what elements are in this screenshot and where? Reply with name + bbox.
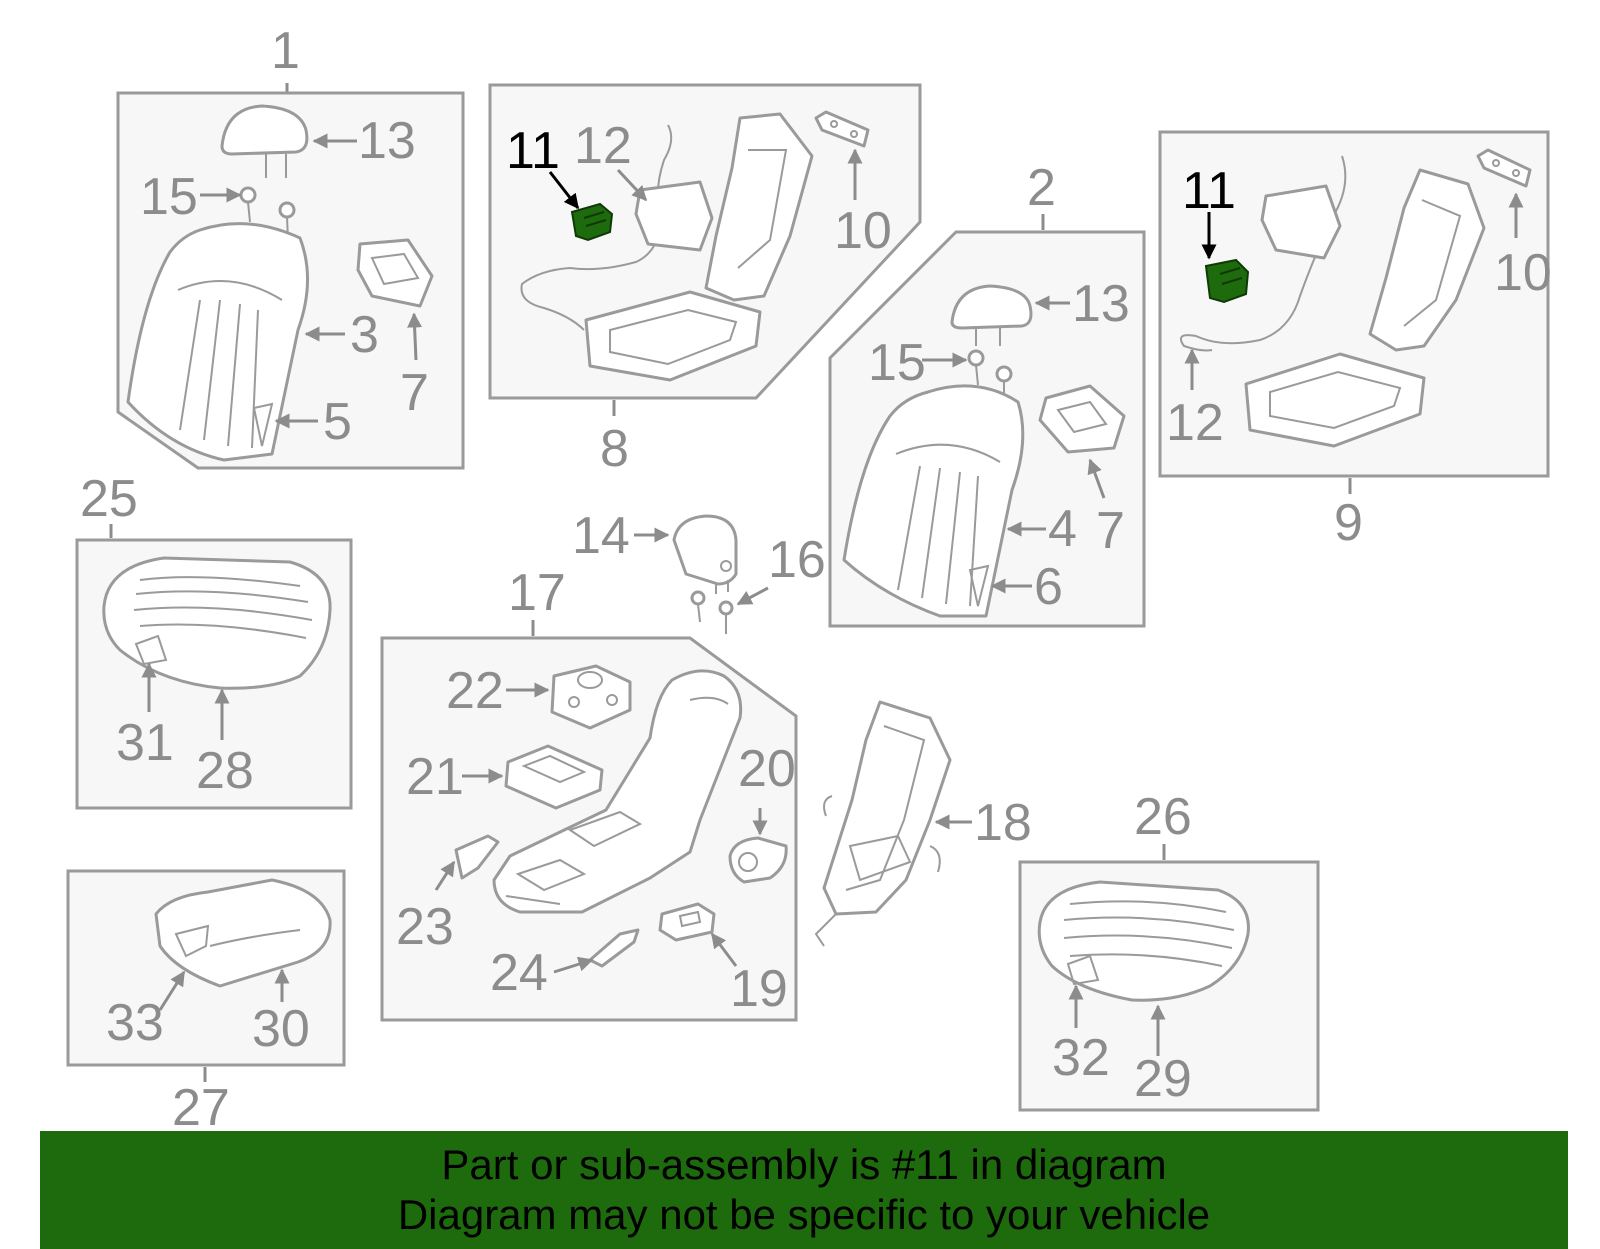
- callout-24: 24: [490, 944, 548, 1002]
- console-frame-part: [814, 700, 952, 947]
- callout-11-highlighted: 11: [506, 122, 560, 180]
- seat-back-assembly-1: 1 13 15 3 7 5: [116, 22, 465, 470]
- wiring-harness-part: [520, 124, 714, 331]
- callout-14: 14: [572, 507, 630, 565]
- callout-11-highlighted: 11: [1182, 162, 1236, 220]
- seat-cushion-assembly-25: 25 31 28: [75, 470, 353, 810]
- callout-7: 7: [1096, 502, 1125, 560]
- callout-13: 13: [1072, 275, 1130, 333]
- callout-13: 13: [358, 112, 416, 170]
- seat-back-assembly-2: 2 13 15 4 7 6: [828, 159, 1146, 628]
- banner-background: [40, 1131, 1568, 1249]
- headrest-part: [950, 284, 1033, 346]
- console-switch-part: [550, 664, 632, 730]
- callout-27: 27: [172, 1079, 230, 1137]
- callout-20: 20: [738, 740, 796, 798]
- callout-10: 10: [1494, 244, 1552, 302]
- callout-3: 3: [350, 306, 379, 364]
- headrest-part: [672, 514, 738, 586]
- part-11-highlighted: [570, 202, 614, 242]
- callout-12: 12: [1166, 394, 1224, 452]
- usb-jack-part: [658, 902, 716, 942]
- callout-12: 12: [574, 117, 632, 175]
- console-armrest-part: [492, 669, 743, 914]
- callout-33: 33: [106, 994, 164, 1052]
- callout-22: 22: [446, 662, 504, 720]
- callout-16: 16: [768, 531, 826, 589]
- seat-back-switch-part: [356, 238, 434, 308]
- seat-frame-assembly-9: 11 10 12 9: [1158, 130, 1552, 552]
- seat-cushion-assembly-26: 26 32 29: [1018, 788, 1320, 1112]
- armrest-cover-part: [154, 878, 332, 988]
- callout-23: 23: [396, 898, 454, 956]
- seat-cushion-cover-part: [102, 556, 332, 690]
- callout-25: 25: [80, 470, 138, 528]
- armrest-assembly-27: 33 30 27: [66, 869, 346, 1137]
- callout-1: 1: [271, 22, 300, 80]
- callout-32: 32: [1052, 1029, 1110, 1087]
- callout-29: 29: [1134, 1050, 1192, 1108]
- callout-9: 9: [1334, 494, 1363, 552]
- banner-line-part-number: Part or sub-assembly is #11 in diagram: [441, 1141, 1167, 1188]
- bolt-part: [967, 349, 1013, 400]
- console-frame-group: 18: [814, 700, 1032, 947]
- callout-4: 4: [1048, 500, 1077, 558]
- part-11-highlighted: [1204, 258, 1250, 304]
- callout-18: 18: [974, 794, 1032, 852]
- banner-line-disclaimer: Diagram may not be specific to your vehi…: [397, 1191, 1211, 1238]
- power-outlet-part: [728, 836, 788, 884]
- bracket-part: [814, 110, 870, 148]
- loose-headrest-group: 14 16: [572, 507, 826, 634]
- seat-frame-assembly-8: 11 12 10 8: [488, 83, 922, 478]
- callout-10: 10: [834, 202, 892, 260]
- callout-8: 8: [600, 420, 629, 478]
- callout-2: 2: [1027, 159, 1056, 217]
- wiring-harness-part: [1180, 155, 1347, 352]
- seat-frame-part: [584, 112, 814, 382]
- callout-21: 21: [406, 748, 464, 806]
- callout-26: 26: [1134, 788, 1192, 846]
- callout-15: 15: [140, 168, 198, 226]
- console-panel-part: [504, 744, 604, 810]
- headrest-part: [220, 104, 309, 178]
- callout-30: 30: [252, 1000, 310, 1058]
- seat-cushion-cover-part: [1037, 880, 1250, 1002]
- callout-28: 28: [196, 742, 254, 800]
- callout-5: 5: [323, 393, 352, 451]
- console-trim-part: [454, 834, 500, 880]
- seat-frame-part: [1244, 168, 1486, 448]
- info-banner: Part or sub-assembly is #11 in diagram D…: [40, 1131, 1568, 1249]
- callout-19: 19: [730, 960, 788, 1018]
- callout-15: 15: [868, 334, 926, 392]
- callout-31: 31: [116, 714, 174, 772]
- callout-17: 17: [508, 564, 566, 622]
- bracket-part: [1476, 148, 1532, 188]
- seat-back-switch-part: [1038, 384, 1126, 454]
- callout-7: 7: [400, 364, 429, 422]
- seat-back-cover-part: [126, 222, 309, 462]
- console-trim-part: [588, 928, 640, 968]
- callout-6: 6: [1034, 558, 1063, 616]
- console-assembly-17: 17 22 21 20 23 24 19: [380, 564, 798, 1022]
- seat-back-cover-part: [842, 384, 1025, 618]
